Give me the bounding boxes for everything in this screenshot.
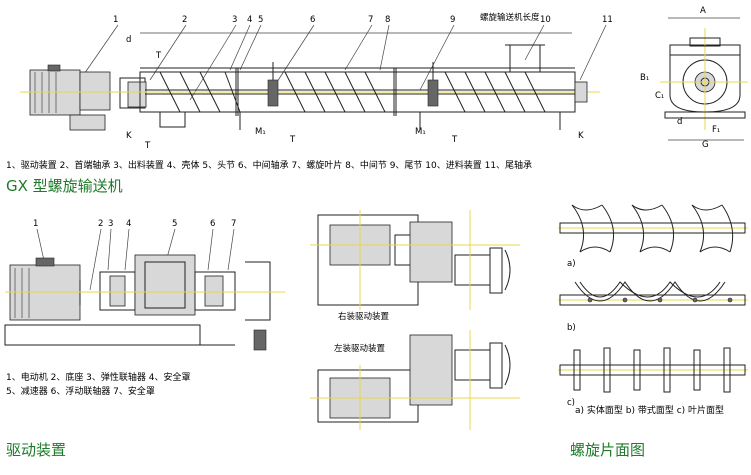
callout-11: 11 [602, 15, 613, 25]
dim-M1-right: M₁ [415, 127, 426, 137]
main-legend: 1、驱动装置 2、首端轴承 3、出料装置 4、壳体 5、头节 6、中间轴承 7、… [6, 159, 532, 171]
blade-title: 螺旋片面图 [570, 441, 645, 459]
drive-callout-1: 1 [33, 219, 38, 229]
drive-callout-3: 3 [108, 219, 113, 229]
side-view-drawing: A B₁ C₁ d F₁ G [640, 6, 748, 150]
dim-C1: C₁ [655, 91, 664, 101]
dim-F1: F₁ [712, 125, 720, 135]
length-label: 螺旋输送机长度 [480, 12, 540, 23]
drive-title: 驱动装置 [6, 441, 66, 459]
main-title: GX 型螺旋输送机 [6, 177, 123, 195]
main-conveyor-drawing: 1 2 3 4 5 6 7 8 9 10 11 螺旋输送机长度 [6, 12, 613, 195]
blade-label-a: a) [567, 259, 576, 269]
plan-views-drawing: 右装驱动装置 左装驱动装置 [310, 210, 520, 430]
callout-10: 10 [540, 15, 551, 25]
drive-callout-6: 6 [210, 219, 215, 229]
dim-A: A [700, 6, 706, 16]
drive-callout-7: 7 [231, 219, 236, 229]
drive-callout-2: 2 [98, 219, 103, 229]
blade-label-c: c) [567, 398, 575, 408]
dim-B1: B₁ [640, 73, 649, 83]
drive-legend-2: 5、减速器 6、浮动联轴器 7、安全罩 [6, 385, 155, 397]
dim-M1-left: M₁ [255, 127, 266, 137]
dim-d-side: d [677, 117, 682, 127]
callout-5: 5 [258, 15, 263, 25]
drive-assembly-drawing: 1 2 3 4 5 6 7 1、电动机 2、底座 3、弹性联 [4, 219, 285, 459]
drive-callout-5: 5 [172, 219, 177, 229]
callout-9: 9 [450, 15, 455, 25]
dim-T-left: T [144, 141, 151, 151]
blade-legend: a) 实体面型 b) 带式面型 c) 叶片面型 [575, 404, 724, 416]
dim-K-right: K [578, 131, 584, 141]
left-drive-label: 左装驱动装置 [334, 343, 386, 354]
callout-2: 2 [182, 15, 187, 25]
blade-label-b: b) [567, 323, 576, 333]
drive-legend-1: 1、电动机 2、底座 3、弹性联轴器 4、安全罩 [6, 371, 191, 383]
callout-7: 7 [368, 15, 373, 25]
drive-callout-4: 4 [126, 219, 131, 229]
callout-3: 3 [232, 15, 237, 25]
callout-8: 8 [385, 15, 390, 25]
callout-1: 1 [113, 15, 118, 25]
right-drive-label: 右装驱动装置 [338, 311, 390, 322]
dim-d: d [126, 35, 131, 45]
dim-T-top: T [155, 51, 162, 61]
dim-T-mid: T [289, 135, 296, 145]
dim-K-left: K [126, 131, 132, 141]
blade-types-drawing: a) b) c) a) 实体面型 b) 带式面型 c) 叶片面型 螺旋片面图 [558, 204, 748, 459]
callout-4: 4 [247, 15, 252, 25]
dim-G: G [702, 140, 709, 150]
dim-T-right: T [451, 135, 458, 145]
callout-6: 6 [310, 15, 315, 25]
